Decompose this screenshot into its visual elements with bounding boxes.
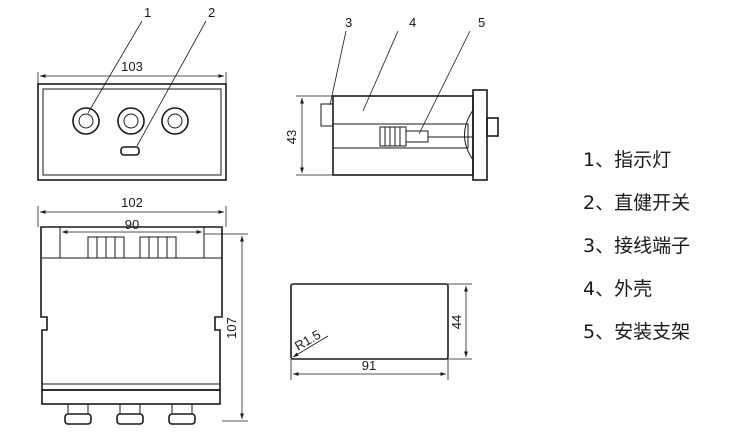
mounting-screw [486, 117, 499, 137]
front-panel-outer [37, 83, 227, 181]
legend-item-mounting-bracket: 5、安装支架 [583, 321, 691, 343]
legend-item-indicator-light: 1、指示灯 [583, 149, 672, 171]
legend-item-push-switch: 2、直健开关 [583, 192, 691, 214]
dim-cutout-width: 91 [362, 358, 376, 373]
spring-clip [379, 126, 429, 147]
leader-4 [362, 30, 399, 112]
bracket-curve [464, 109, 474, 161]
legend-item-housing: 4、外壳 [583, 278, 653, 300]
body-outline [40, 226, 223, 391]
callout-1: 1 [144, 5, 151, 20]
panel-cutout: 44 91 R1.5 [290, 283, 472, 380]
front-panel-inner [42, 88, 222, 176]
mounting-flange [472, 89, 488, 181]
dim-line-cutout-radius [292, 335, 329, 358]
housing-inner [332, 123, 469, 149]
leader-3 [329, 30, 347, 106]
leader-2 [136, 20, 207, 147]
lamp-knob-3 [168, 403, 196, 425]
dim-front-width: 103 [121, 59, 143, 74]
side-view: 3 4 5 43 [284, 15, 499, 181]
push-switch [120, 146, 140, 156]
leader-1 [87, 20, 143, 114]
terminal-block-left [87, 236, 125, 259]
lamp-knob-2 [116, 403, 144, 425]
front-frame-edge [41, 389, 221, 405]
indicator-light-2 [117, 107, 145, 135]
legend-item-terminal-block: 3、接线端子 [583, 235, 691, 257]
bottom-view: 102 90 107 [37, 195, 248, 425]
callout-3: 3 [345, 15, 352, 30]
dim-bottom-height: 107 [224, 317, 239, 339]
terminal-block-right [139, 236, 177, 259]
dim-bottom-inner-width: 90 [125, 217, 139, 232]
leader-5 [418, 30, 471, 135]
parts-legend: 1、指示灯 2、直健开关 3、接线端子 4、外壳 5、安装支架 [583, 148, 690, 363]
dim-cutout-radius: R1.5 [292, 327, 323, 354]
dim-side-height: 43 [284, 130, 299, 144]
housing-body [332, 95, 474, 176]
indicator-light-3 [161, 107, 189, 135]
callout-2: 2 [208, 5, 215, 20]
terminal-block [320, 103, 334, 127]
callout-4: 4 [409, 15, 416, 30]
callout-5: 5 [478, 15, 485, 30]
cutout-outline [290, 283, 449, 360]
front-view: 1 2 103 [37, 5, 227, 181]
dim-cutout-height: 44 [449, 315, 464, 329]
lamp-knob-1 [64, 403, 92, 425]
indicator-light-1 [72, 107, 100, 135]
dim-bottom-width: 102 [121, 195, 143, 210]
